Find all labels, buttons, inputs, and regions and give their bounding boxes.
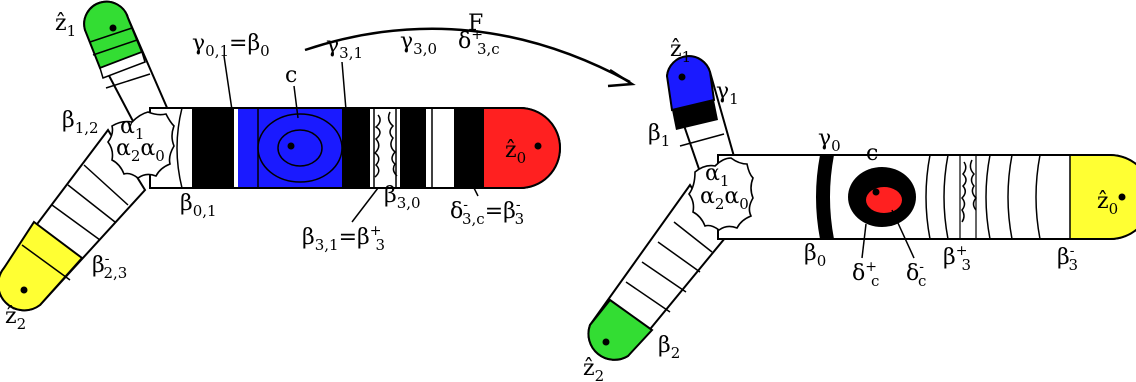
svg-text:ẑ1: ẑ1: [55, 11, 76, 40]
svg-text:α2α0: α2α0: [700, 184, 749, 213]
left-upper-arm: [83, 0, 170, 127]
svg-text:β3,0: β3,0: [384, 183, 421, 212]
svg-text:ẑ0: ẑ0: [1097, 189, 1118, 218]
left-junction: [107, 111, 175, 179]
map-label-f: F: [468, 11, 483, 36]
svg-text:γ3,0: γ3,0: [400, 29, 437, 58]
left-c-point: [287, 142, 295, 150]
svg-text:γ1: γ1: [716, 79, 739, 108]
right-main-arm: [717, 154, 1136, 240]
left-z2-point: [20, 286, 28, 294]
right-figure: ẑ1 ẑ2 ẑ0 γ1 β1 β2 γ0 c β0 δ+c δ-c β+3 β-…: [583, 37, 1136, 382]
right-z0-point: [1118, 193, 1126, 201]
svg-text:δ+3,c: δ+3,c: [458, 27, 500, 58]
svg-text:α2α0: α2α0: [116, 136, 165, 165]
svg-text:γ0,1=β0: γ0,1=β0: [192, 31, 270, 60]
map-arrow: F: [304, 11, 636, 88]
svg-text:c: c: [866, 141, 878, 166]
right-labels: ẑ1 ẑ2 ẑ0 γ1 β1 β2 γ0 c β0 δ+c δ-c β+3 β-…: [583, 37, 1118, 382]
svg-text:β-2,3: β-2,3: [92, 251, 127, 282]
right-z2-point: [602, 338, 610, 346]
svg-text:δ-3,c=β-3: δ-3,c=β-3: [450, 197, 524, 228]
svg-text:β3,1=β+3: β3,1=β+3: [302, 223, 385, 254]
svg-text:ẑ0: ẑ0: [505, 138, 526, 167]
right-lower-arm: [587, 183, 727, 361]
left-z0-point: [534, 142, 542, 150]
svg-text:ẑ2: ẑ2: [583, 356, 604, 382]
svg-text:γ0: γ0: [818, 126, 841, 155]
left-lower-yellow-tip: [0, 220, 84, 312]
svg-text:β1: β1: [648, 121, 670, 150]
svg-text:α1: α1: [120, 114, 144, 143]
right-upper-blue-tip: [665, 55, 716, 112]
svg-text:c: c: [285, 63, 297, 88]
svg-text:β0,1: β0,1: [180, 191, 217, 220]
svg-text:α1: α1: [705, 161, 729, 190]
svg-text:β+3: β+3: [943, 243, 971, 274]
left-cracked-band: [373, 108, 397, 188]
left-labels: ẑ1 ẑ2 ẑ0 β1,2 β0,1 β-2,3 γ0,1=β0 c γ3,1 …: [5, 11, 526, 333]
svg-text:δ+c: δ+c: [852, 259, 879, 290]
left-lower-arm: [0, 128, 147, 312]
right-c-point: [872, 188, 880, 196]
svg-text:β0: β0: [804, 241, 826, 270]
right-junction: [688, 157, 754, 231]
left-main-arm: [149, 107, 561, 189]
svg-text:ẑ2: ẑ2: [5, 304, 26, 333]
svg-text:δ-c: δ-c: [906, 259, 926, 290]
svg-text:β1,2: β1,2: [62, 108, 99, 137]
left-figure: ẑ1 ẑ2 ẑ0 β1,2 β0,1 β-2,3 γ0,1=β0 c γ3,1 …: [0, 0, 561, 333]
right-upper-arm: [665, 55, 737, 174]
left-z1-point: [109, 24, 117, 32]
left-c-outer-oval: [257, 113, 343, 183]
left-red-tip: [484, 108, 560, 188]
svg-text:ẑ1: ẑ1: [670, 37, 691, 66]
svg-text:β2: β2: [658, 333, 680, 362]
svg-text:β-3: β-3: [1057, 243, 1078, 274]
right-red-disc: [866, 187, 902, 213]
left-c-inner-oval: [277, 129, 323, 167]
svg-text:γ3,1: γ3,1: [326, 33, 363, 62]
right-z1-point: [678, 73, 686, 81]
